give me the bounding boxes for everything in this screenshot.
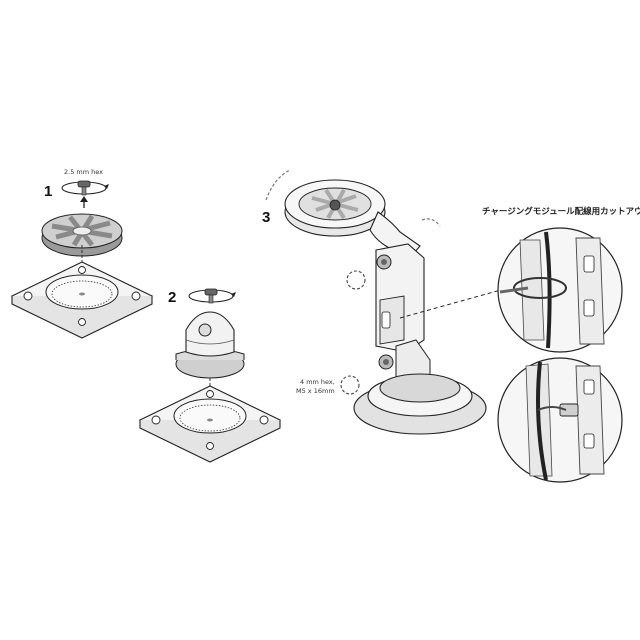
step-2-number: 2 — [168, 289, 176, 306]
step-3-bolt-label-line2: M5 x 16mm — [296, 387, 335, 395]
step-3-rotate-hint-icon-2 — [421, 218, 441, 227]
step-3-base — [353, 373, 487, 435]
callout-title: チャージングモジュール配線用カットアウト — [482, 206, 640, 217]
step-2-adapter — [175, 311, 245, 379]
step-3-number: 3 — [262, 209, 270, 226]
step-3-tool-hint-icon — [346, 270, 366, 290]
step-3-tool-hint-icon-2 — [340, 375, 360, 395]
step-3-group: 3 — [262, 169, 509, 435]
step-2-group: 2 — [138, 288, 282, 463]
step-3-rotate-hint-icon — [265, 169, 291, 201]
step-1-base-plate — [10, 261, 154, 339]
step-1-tool-label: 2.5 mm hex — [64, 168, 103, 176]
callout-detail-top — [497, 227, 623, 353]
step-3-arm — [375, 243, 431, 391]
step-3-computer-mount — [284, 179, 421, 261]
step-1-mount-disc — [41, 213, 123, 257]
step-1-group: 1 2.5 mm hex — [10, 168, 154, 339]
step-1-number: 1 — [44, 183, 52, 200]
step-2-screw-icon — [204, 288, 218, 304]
step-3-bolt-label-line1: 4 mm hex, — [300, 378, 335, 386]
cutout-callout: チャージングモジュール配線用カットアウト — [482, 206, 640, 483]
callout-detail-bottom — [497, 357, 623, 483]
step-2-base-plate — [138, 385, 282, 463]
step-1-screw-icon — [77, 180, 91, 196]
callout-leader-line — [399, 287, 509, 319]
